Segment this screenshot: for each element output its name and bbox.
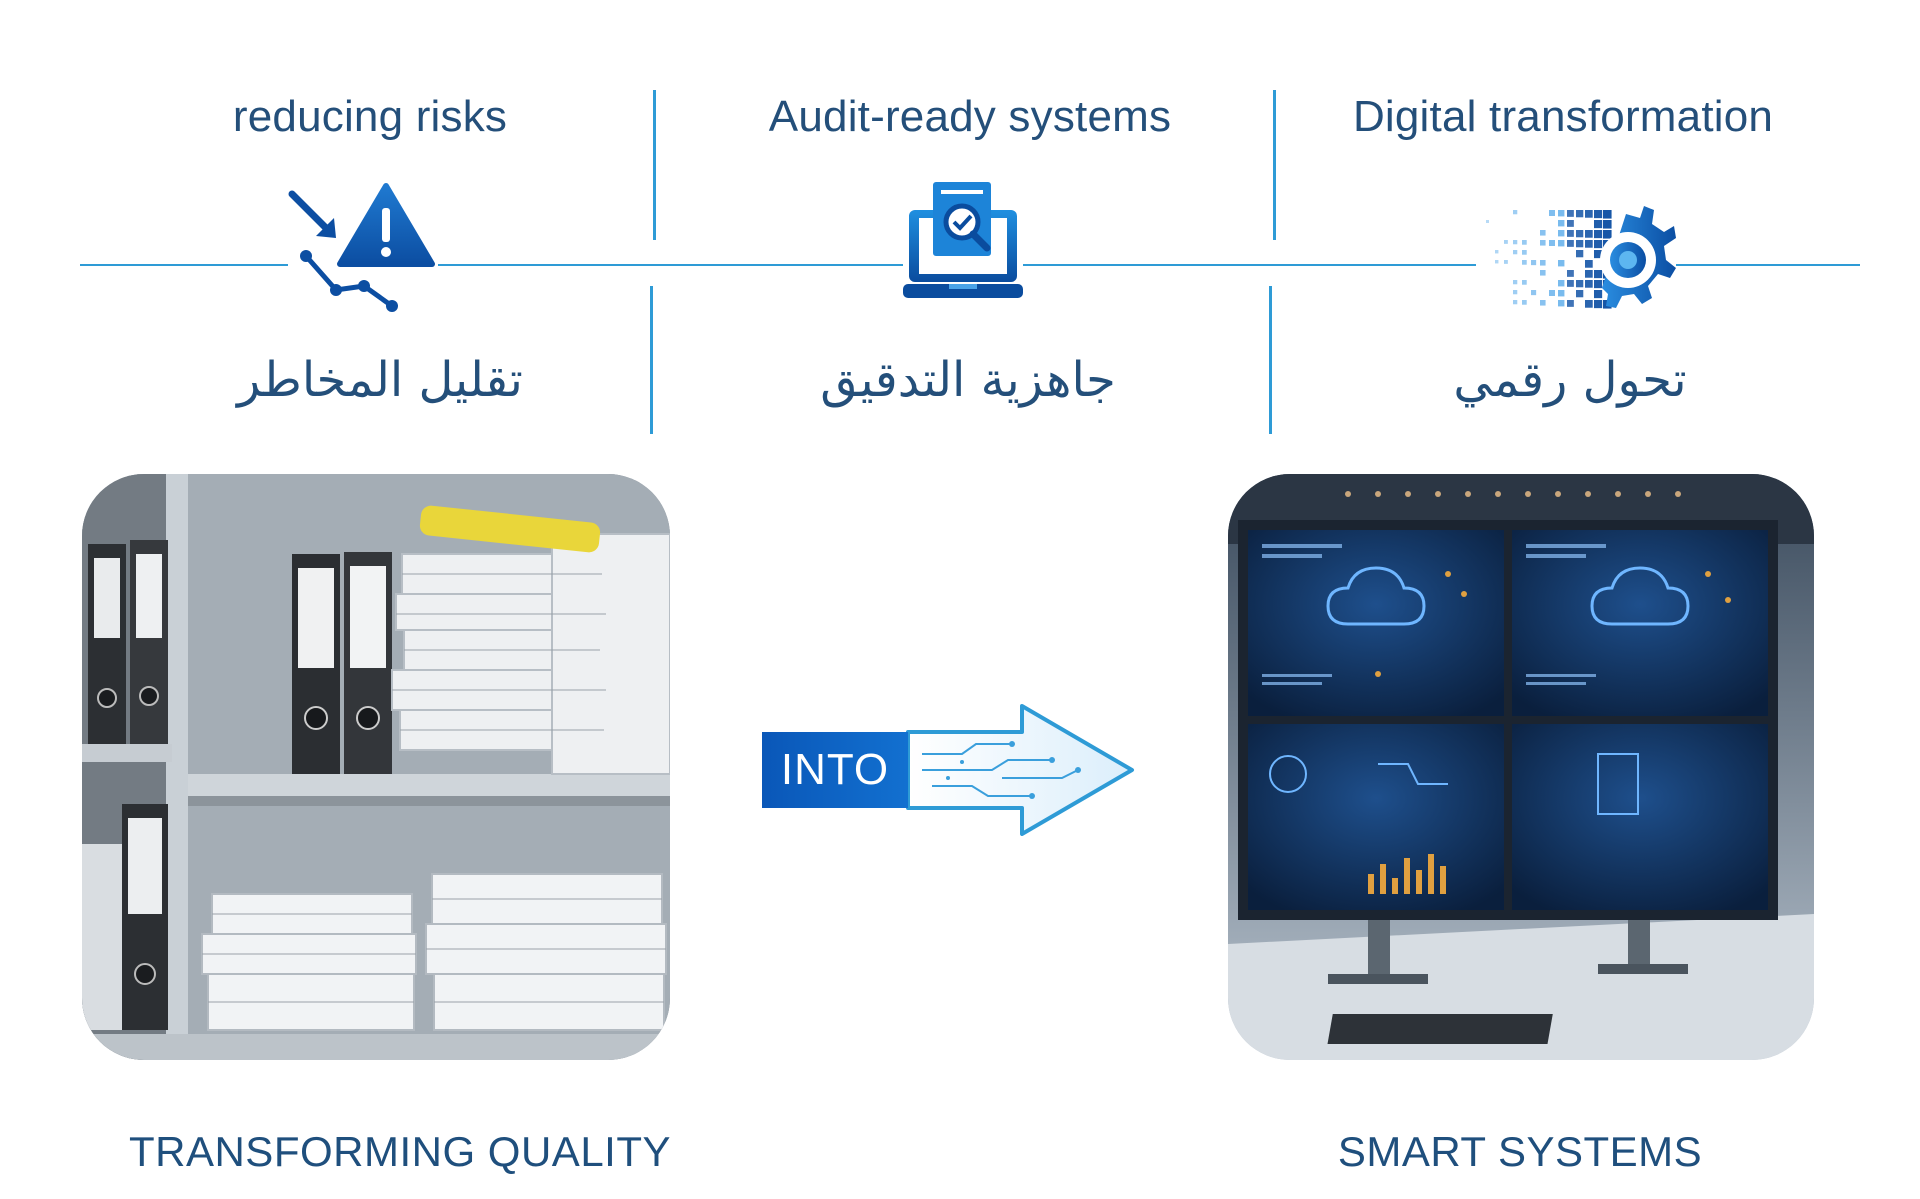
into-label: INTO [762, 732, 908, 808]
paper-files-shelf-photo [82, 474, 670, 1060]
feature-title-ar-digital-transformation: تحول رقمي [1453, 352, 1687, 408]
divider-bottom-1 [650, 286, 653, 434]
divider-top-1 [653, 90, 656, 240]
feature-title-reducing-risks: reducing risks [232, 92, 508, 141]
divider-top-2 [1273, 90, 1276, 240]
feature-title-digital-transformation: Digital transformation [1352, 92, 1774, 141]
feature-title-audit-ready: Audit-ready systems [768, 92, 1172, 141]
caption-transforming-quality: TRANSFORMING QUALITY [128, 1128, 672, 1175]
into-arrow: INTO [762, 704, 1142, 836]
feature-title-ar-audit-ready: جاهزية التدقيق [820, 352, 1116, 408]
caption-smart-systems: SMART SYSTEMS [1337, 1128, 1703, 1175]
smart-monitors-photo [1228, 474, 1814, 1060]
risk-warning-icon [288, 182, 438, 318]
audit-laptop-icon [903, 180, 1023, 302]
digital-gear-icon [1476, 198, 1676, 324]
divider-bottom-2 [1269, 286, 1272, 434]
feature-title-ar-reducing-risks: تقليل المخاطر [237, 352, 523, 408]
